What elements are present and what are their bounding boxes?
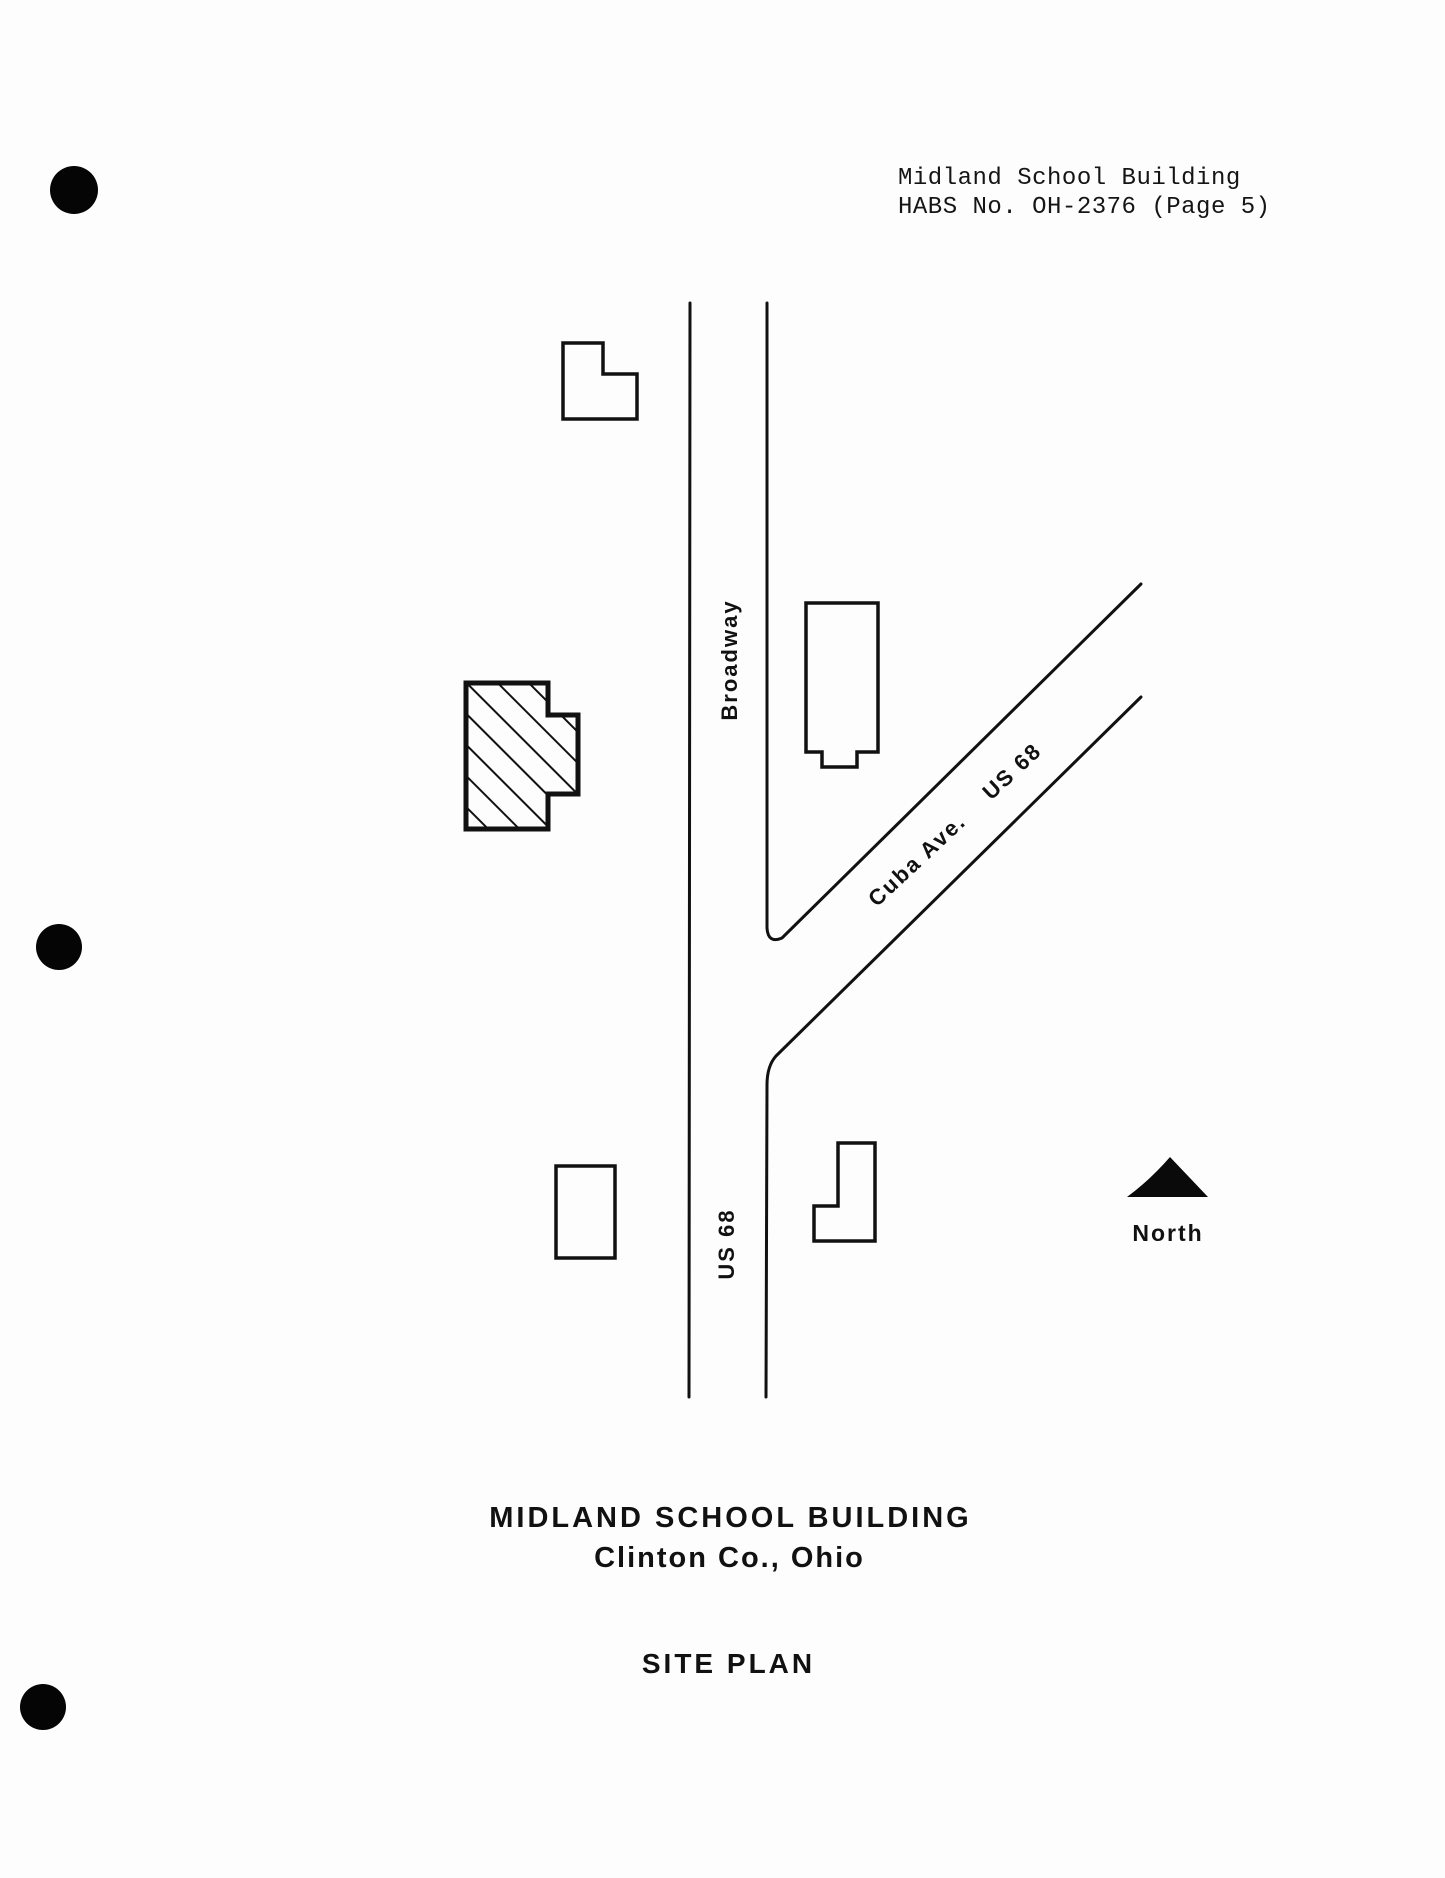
us68-label-vertical: US 68 xyxy=(714,1208,739,1279)
binder-hole-top xyxy=(50,166,98,214)
header-habs-number: HABS No. OH-2376 (Page 5) xyxy=(898,194,1271,221)
north-label: North xyxy=(1132,1220,1203,1246)
drawing-location: Clinton Co., Ohio xyxy=(594,1542,865,1574)
road-edge-west xyxy=(687,301,692,1399)
right-rectangular-building xyxy=(804,601,880,769)
cuba-ave-label: Cuba Ave. US 68 xyxy=(863,738,1046,911)
midland-school-building xyxy=(463,680,581,832)
north-arrow-icon xyxy=(1127,1157,1208,1197)
upper-left-l-building xyxy=(561,341,639,421)
road-edge-east-lower xyxy=(764,695,1143,1399)
drawing-type: SITE PLAN xyxy=(641,1648,816,1679)
header-title: Midland School Building xyxy=(898,165,1241,192)
binder-hole-middle xyxy=(36,924,82,970)
lower-right-l-building xyxy=(812,1141,877,1243)
lower-left-rectangle-building xyxy=(554,1164,617,1260)
binder-hole-bottom xyxy=(20,1684,66,1730)
broadway-label: Broadway xyxy=(717,599,742,720)
drawing-title: MIDLAND SCHOOL BUILDING xyxy=(489,1502,972,1534)
page-header: Midland School Building HABS No. OH-2376… xyxy=(898,164,1271,222)
road-edge-east-upper xyxy=(765,301,1143,942)
